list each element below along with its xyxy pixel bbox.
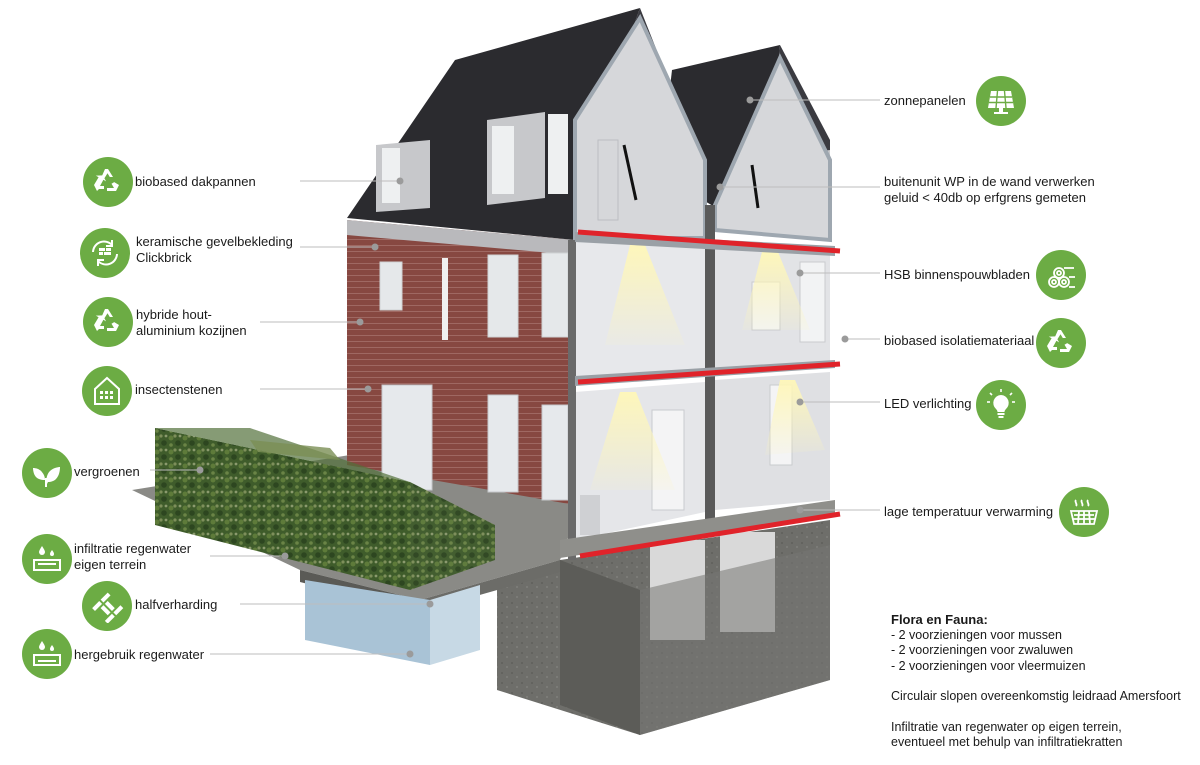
leader-dot [371,243,379,251]
feature-label-insect: insectenstenen [135,382,222,398]
foundation [497,520,830,735]
feature-label-line: biobased dakpannen [135,174,256,189]
feature-label-line: HSB binnenspouwbladen [884,267,1030,282]
rain-infiltration-badge [22,534,72,584]
notes-infiltration-line: eventueel met behulp van infiltratiekrat… [891,735,1123,749]
recycle-icon [94,309,119,331]
feature-label-line: LED verlichting [884,396,972,411]
recycled-brick-icon [92,240,118,266]
rain-infiltration-icon [33,546,61,571]
feature-label-line: buitenunit WP in de wand verwerken [884,174,1095,189]
leader-dot [281,552,289,560]
recycle-badge [83,297,133,347]
leaf-sprout-badge [22,448,72,498]
insect-house-icon [94,376,120,405]
leader-dot [196,466,204,474]
feature-label-line: halfverharding [135,597,218,612]
floor-slabs [560,229,841,559]
leader-dot [364,385,372,393]
leader-dot [716,183,724,191]
leader-dot [841,335,849,343]
notes-circular: Circulair slopen overeenkomstig leidraad… [891,689,1181,703]
recycle-badge [1036,318,1086,368]
notes-item: - 2 voorzieningen voor zwaluwen [891,643,1074,657]
notes-heading: Flora en Fauna: [891,612,988,627]
light-bulb-icon [987,389,1015,418]
feature-label-line: zonnepanelen [884,93,966,108]
feature-label-halfverharding: halfverharding [135,597,217,613]
rain-reuse-icon [33,641,61,666]
paving-pattern-icon [92,592,124,623]
feature-label-hsb: HSB binnenspouwbladen [884,267,1030,283]
leaf-sprout-icon [33,467,60,487]
insect-house-badge [82,366,132,416]
notes-infiltration-line: Infiltratie van regenwater op eigen terr… [891,719,1122,734]
leader-dot [356,318,364,326]
feature-label-line: hergebruik regenwater [74,647,205,662]
feature-label-line: keramische gevelbekleding [136,234,293,249]
floor-heating-badge [1059,487,1109,537]
feature-label-line: Clickbrick [136,250,192,265]
feature-label-line: infiltratie regenwater [74,541,192,556]
gable-walls [573,13,832,243]
feature-label-line: lage temperatuur verwarming [884,504,1054,519]
leader-dot [796,398,804,406]
feature-label-line: aluminium kozijnen [136,323,247,338]
solar-panel-icon [988,90,1014,114]
recycle-icon [1047,330,1072,352]
feature-label-line: insectenstenen [135,382,223,397]
timber-logs-badge [1036,250,1086,300]
leader-lines [150,96,880,658]
notes-item: - 2 voorzieningen voor mussen [891,627,1062,642]
feature-label-line: eigen terrein [74,557,147,572]
leader-dot [426,600,434,608]
green-hedge [155,428,495,590]
feature-label-line: geluid < 40db op erfgrens gemeten [884,190,1087,205]
feature-label-line: vergroenen [74,464,140,479]
feature-label-groen: vergroenen [74,464,140,480]
led-light-cones [590,245,825,490]
recycle-badge [83,157,133,207]
feature-label-dakpannen: biobased dakpannen [135,174,256,190]
notes-item: - 2 voorzieningen voor vleermuizen [891,658,1086,673]
leader-dot [796,506,804,514]
rainwater-tank [305,580,480,665]
feature-label-kozijnen: hybride hout-aluminium kozijnen [136,307,247,339]
feature-label-hergebruik: hergebruik regenwater [74,647,204,663]
notes-block: Flora en Fauna: - 2 voorzieningen voor m… [891,612,1181,751]
brick-facade [347,220,575,505]
light-bulb-badge [976,380,1026,430]
leader-dot [406,650,414,658]
leader-dot [396,177,404,185]
feature-label-led: LED verlichting [884,396,971,412]
feature-label-line: hybride hout- [136,307,212,322]
leader-dot [746,96,754,104]
feature-label-line: biobased isolatiemateriaal [884,333,1035,348]
feature-label-isolatie: biobased isolatiemateriaal [884,333,1034,349]
paving-pattern-badge [82,581,132,631]
feature-label-verwarming: lage temperatuur verwarming [884,504,1053,520]
leader-dot [796,269,804,277]
recycle-icon [94,169,119,191]
solar-panel-badge [976,76,1026,126]
timber-logs-icon [1048,267,1075,288]
floor-heating-icon [1069,499,1099,525]
feature-label-zon: zonnepanelen [884,93,966,109]
recycled-brick-badge [80,228,130,278]
rain-reuse-badge [22,629,72,679]
